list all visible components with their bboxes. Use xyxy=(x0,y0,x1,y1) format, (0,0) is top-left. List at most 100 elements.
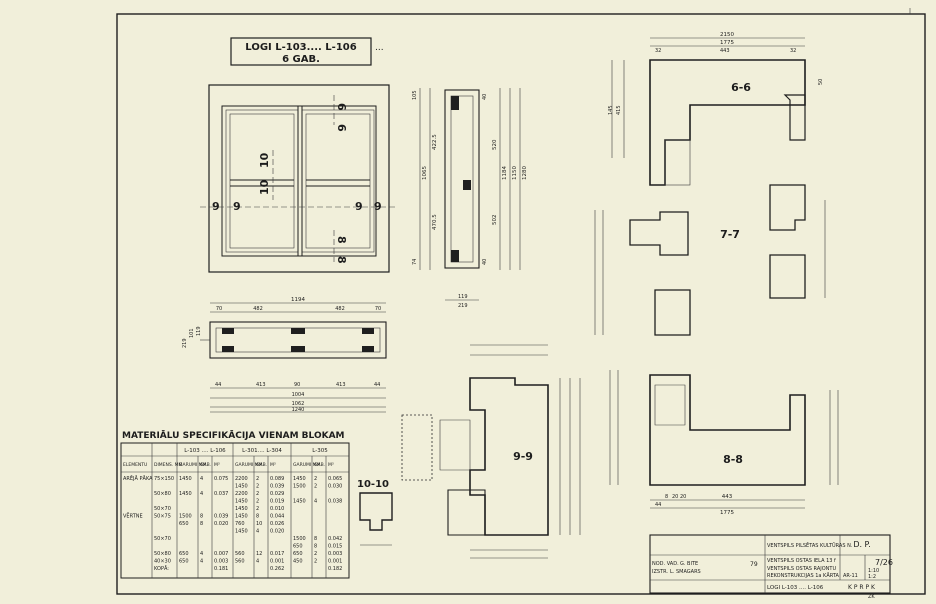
tb-org-line1: VENTSPILS PILSĒTAS KULTŪRAS N. xyxy=(767,542,853,549)
spec-cell: 0.020 xyxy=(270,529,284,535)
spec-sub-header: M³ xyxy=(328,462,334,468)
spec-cell: 8 xyxy=(314,544,317,550)
plan-bottom-dim: 44 xyxy=(215,382,221,388)
spec-cell: 0.039 xyxy=(270,484,284,490)
tb-doc-number: 7/26 xyxy=(875,558,893,567)
plan-bottom-dim: 90 xyxy=(294,382,300,388)
vsec-dim: 1280 xyxy=(522,166,528,180)
spec-cell: 2 xyxy=(314,559,317,565)
spec-cell: 0.001 xyxy=(328,559,342,565)
plan-total: 1240 xyxy=(292,407,305,413)
spec-cell: 4 xyxy=(256,529,259,535)
material-spec-table: MATERIĀLU SPECIFIKĀCIJA VIENAM BLOKAM L-… xyxy=(120,430,350,579)
tb-title: LOGI L-103 .... L-106 xyxy=(767,585,824,591)
tb-scale-line2: 1:2 xyxy=(868,574,876,580)
s88-dim: 8 xyxy=(665,494,668,500)
spec-title: MATERIĀLU SPECIFIKĀCIJA VIENAM BLOKAM xyxy=(122,430,345,441)
s66-dim: 415 xyxy=(616,105,622,115)
tb-org-line2: VENTSPILS OSTAS IELA 13 f xyxy=(767,558,836,564)
spec-cell: 450 xyxy=(293,559,303,565)
spec-sub-header: GAB. xyxy=(256,462,267,468)
spec-sub-header: GARUMI MM xyxy=(293,462,321,468)
spec-cell: 4 xyxy=(200,476,203,482)
tb-year: 79 xyxy=(750,561,758,568)
section-10-10-label: 10-10 xyxy=(357,479,389,490)
spec-sub-header: GAB. xyxy=(200,462,211,468)
spec-cell: 50×80 xyxy=(154,491,171,497)
spec-cell: 8 xyxy=(200,521,203,527)
section-8-8-label: 8-8 xyxy=(723,453,743,466)
spec-cell: 4 xyxy=(256,559,259,565)
spec-cell: 0.019 xyxy=(270,499,284,505)
spec-sub-header: DIMENS. MM xyxy=(154,462,182,468)
tb-corner-mark: ZK xyxy=(868,594,875,600)
s66-dim: 145 xyxy=(608,105,614,115)
vsec-dim: 74 xyxy=(412,259,418,265)
spec-cell: 4 xyxy=(314,499,317,505)
spec-sub-header: ELEMENTU xyxy=(123,462,147,468)
spec-cell: 4 xyxy=(200,559,203,565)
tb-scale-line1: 1:10 xyxy=(868,568,879,574)
section-mark-10b: 10 xyxy=(258,179,271,195)
spec-cell: 1450 xyxy=(235,484,248,490)
spec-cell: 75×150 xyxy=(154,476,174,482)
spec-cell: 2 xyxy=(256,476,259,482)
tb-author-name: G. BITE xyxy=(680,561,698,567)
vsec-dim: 105 xyxy=(412,90,418,100)
plan-dim: 70 xyxy=(375,306,381,312)
vsec-dim: 40 xyxy=(482,94,488,100)
section-7-7-label: 7-7 xyxy=(720,228,740,241)
spec-cell: 0.039 xyxy=(214,514,228,520)
tb-sheet: AR-11 xyxy=(843,573,858,579)
spec-cell: 1450 xyxy=(293,499,306,505)
spec-cell: 0.010 xyxy=(270,506,284,512)
window-elevation: 6 6 10 10 9 9 9 9 8 8 xyxy=(200,84,395,273)
vsec-dim: 520 xyxy=(492,139,498,150)
spec-cell: 1450 xyxy=(235,506,248,512)
plan-total: 1062 xyxy=(292,401,305,407)
spec-group-header: L-301.... L-304 xyxy=(242,448,282,454)
s88-dim: 20 xyxy=(680,494,686,500)
s66-dim: 32 xyxy=(790,48,796,54)
plan-bottom-dim: 413 xyxy=(256,382,266,388)
spec-cell: 1450 xyxy=(179,491,192,497)
section-6-6: 2150 1775 32 32 443 50 145 415 6-6 xyxy=(608,32,824,186)
s88-dim: 443 xyxy=(722,494,733,500)
spec-cell: 650 xyxy=(293,544,303,550)
spec-cell: 0.065 xyxy=(328,476,342,482)
vertical-section: 1065 422.5 470.5 520 502 1184 1150 1280 … xyxy=(412,88,528,309)
spec-cell: 8 xyxy=(256,514,259,520)
tb-project-line1: VENTSPILS OSTAS RAJONTU xyxy=(767,566,836,572)
spec-cell: 1500 xyxy=(293,536,306,542)
spec-cell: 4 xyxy=(200,491,203,497)
spec-cell: 0.003 xyxy=(214,559,228,565)
s66-dim: 1775 xyxy=(720,40,734,46)
vsec-dim: 40 xyxy=(482,259,488,265)
spec-cell: 560 xyxy=(235,551,245,557)
spec-cell: 2 xyxy=(256,491,259,497)
plan-side-dim: 219 xyxy=(182,338,188,348)
spec-sub-header: M³ xyxy=(214,462,220,468)
plan-side-dim: 119 xyxy=(196,326,202,336)
spec-cell: 50×75 xyxy=(154,514,171,520)
spec-cell: 2 xyxy=(314,476,317,482)
vsec-dim: 1150 xyxy=(512,166,518,180)
spec-cell: 12 xyxy=(256,551,262,557)
vsec-dim: 502 xyxy=(492,215,498,226)
spec-cell: 1450 xyxy=(235,514,248,520)
plan-dim: 70 xyxy=(216,306,222,312)
spec-sub-header: GARUMI MM xyxy=(235,462,263,468)
spec-cell: 760 xyxy=(235,521,245,527)
plan-view: 1194 70 482 482 70 219 101 119 44 413 90… xyxy=(182,297,387,413)
section-7-7: 7-7 xyxy=(594,184,826,336)
s66-dim: 32 xyxy=(655,48,661,54)
spec-cell: 8 xyxy=(200,514,203,520)
s88-dim: 44 xyxy=(655,502,661,508)
spec-cell: 10 xyxy=(256,521,262,527)
spec-cell: 40×30 xyxy=(154,559,171,565)
title-block: VENTSPILS PILSĒTAS KULTŪRAS N. VENTSPILS… xyxy=(649,534,893,600)
s66-dim: 50 xyxy=(818,79,824,85)
spec-cell: 2 xyxy=(256,506,259,512)
section-10-10: 10-10 xyxy=(357,479,393,546)
